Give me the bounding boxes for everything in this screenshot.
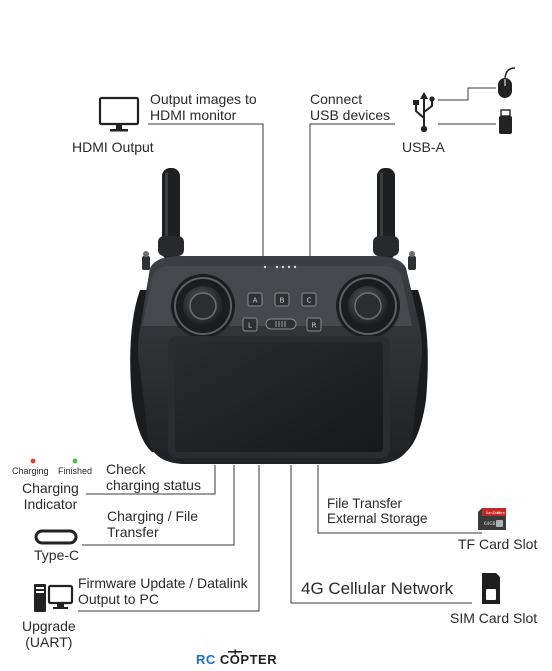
left-shoulder-switch	[142, 251, 150, 270]
usb-description-line1: Connect	[310, 91, 363, 107]
typec-description-line2: Transfer	[107, 523, 159, 540]
usb-description: Connect USB devices	[310, 91, 391, 123]
top-buttons: A B C	[247, 292, 317, 307]
footer-brand-right: COPTER	[219, 652, 278, 667]
right-joystick	[336, 274, 400, 338]
left-antenna	[158, 168, 184, 260]
charging-indicator-label-line1: Charging	[22, 480, 79, 496]
sim-card-icon	[482, 573, 500, 604]
svg-text:SanDisk: SanDisk	[486, 511, 501, 515]
hdmi-description-line1: Output images to	[150, 91, 257, 107]
legend-finished: Finished	[58, 466, 93, 476]
uart-connector-line	[78, 465, 260, 612]
button-l	[242, 317, 258, 332]
charging-led-red	[30, 458, 36, 464]
uart-label: Upgrade (UART)	[22, 618, 76, 650]
charging-description-line1: Check	[106, 461, 146, 477]
button-b-label: B	[280, 297, 285, 305]
button-a	[247, 292, 263, 307]
usb-drive-icon	[499, 109, 512, 134]
uart-label-line2: (UART)	[25, 633, 73, 650]
button-a-label: A	[253, 297, 258, 305]
sim-description: 4G Cellular Network	[301, 579, 454, 598]
right-antenna	[373, 168, 399, 260]
hdmi-connector-line	[148, 123, 264, 262]
footer-brand: RC COPTER	[196, 652, 278, 668]
pc-icon	[34, 584, 74, 612]
uart-description-line2: Output to PC	[78, 590, 159, 607]
sim-label: SIM Card Slot	[450, 610, 538, 626]
typec-description-line1: Charging / File	[107, 508, 199, 524]
logo-propeller-icon	[228, 649, 242, 655]
center-dial	[265, 318, 297, 330]
footer-brand-left: RC	[196, 652, 216, 667]
uart-description: Firmware Update / Datalink Output to PC	[78, 575, 248, 607]
charging-description-line2: charging status	[106, 476, 201, 493]
usb-c-port-icon	[34, 529, 78, 545]
button-r	[306, 317, 322, 332]
button-c-label: C	[307, 297, 312, 305]
tf-connector-line	[317, 465, 482, 534]
left-joystick	[171, 274, 235, 338]
uart-label-line1: Upgrade	[22, 618, 76, 634]
screen	[175, 342, 383, 452]
usb-label: USB-A	[402, 139, 445, 155]
charging-indicator-label-line2: Indicator	[23, 495, 78, 512]
status-led-dots	[263, 265, 297, 269]
svg-text:Ultra: Ultra	[497, 511, 505, 515]
legend-charging: Charging	[12, 466, 49, 476]
microsd-card-icon: SanDisk Ultra 64GB	[478, 508, 506, 530]
tf-description-line1: File Transfer	[327, 496, 403, 511]
finished-led-green	[72, 458, 78, 464]
right-shoulder-switch	[408, 251, 416, 270]
usb-symbol-icon	[413, 92, 435, 133]
typec-connector-line	[82, 465, 235, 546]
tf-description-line2: External Storage	[327, 511, 428, 527]
tf-label: TF Card Slot	[458, 536, 538, 552]
usb-description-line2: USB devices	[310, 106, 391, 123]
bottom-buttons: L R	[242, 317, 322, 332]
typec-description: Charging / File Transfer	[107, 508, 199, 540]
charging-description: Check charging status	[106, 461, 201, 493]
charging-indicator-label: Charging Indicator	[22, 480, 79, 512]
uart-description-line1: Firmware Update / Datalink	[78, 575, 248, 591]
mouse-icon	[498, 67, 516, 98]
sim-connector-line	[290, 465, 472, 604]
tf-description: File Transfer External Storage	[327, 496, 428, 526]
hdmi-description-line2: HDMI monitor	[150, 106, 237, 123]
charging-connector-line	[86, 465, 216, 495]
svg-text:64GB: 64GB	[484, 521, 496, 526]
usb-mouse-branch-line	[438, 87, 496, 101]
usb-connector-line	[309, 123, 395, 262]
button-r-label: R	[312, 322, 317, 330]
typec-label: Type-C	[34, 547, 80, 563]
button-b	[274, 292, 290, 307]
button-c	[301, 292, 317, 307]
hdmi-description: Output images to HDMI monitor	[150, 91, 257, 123]
button-l-label: L	[248, 322, 252, 330]
hdmi-label: HDMI Output	[72, 139, 154, 155]
monitor-icon	[98, 96, 140, 132]
